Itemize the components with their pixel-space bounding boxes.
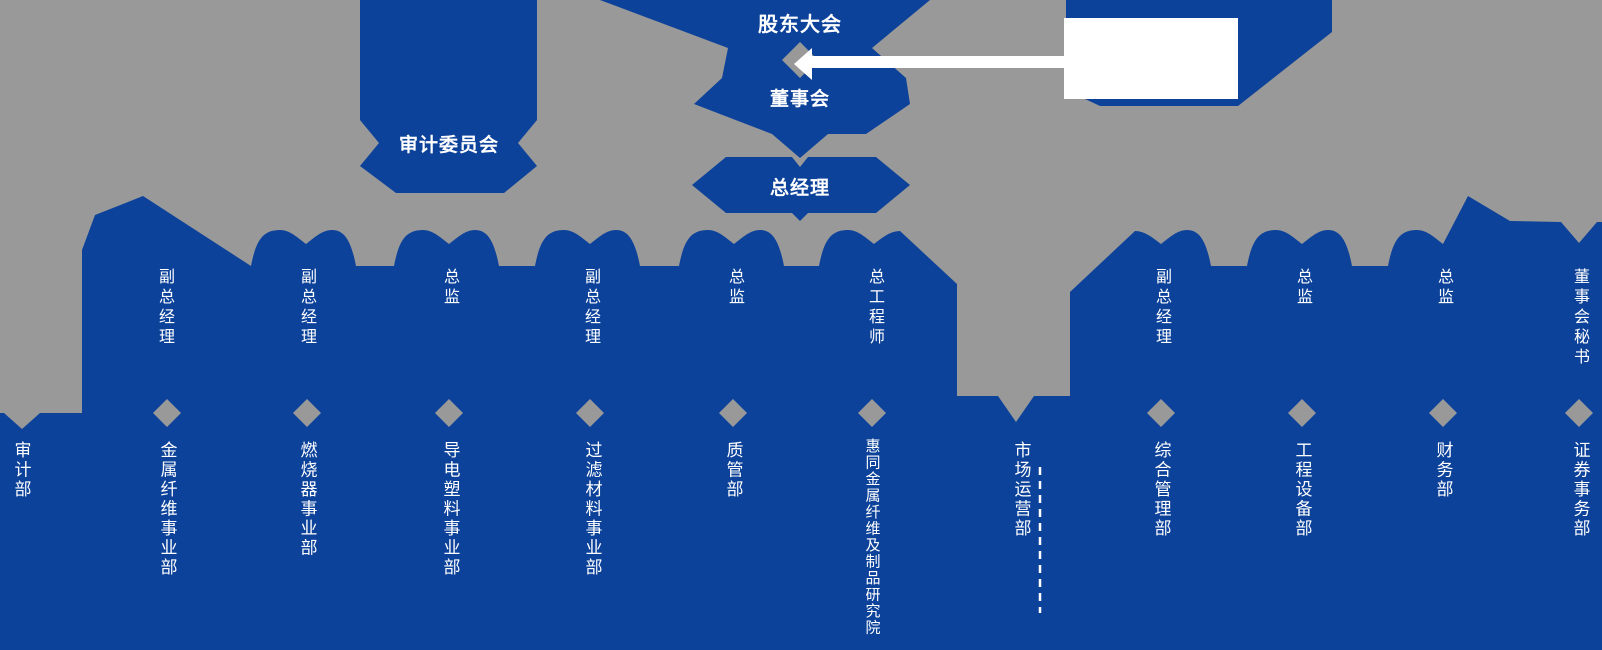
connector-diamond-icon xyxy=(153,399,181,427)
shareholders-board-node xyxy=(600,0,930,158)
shareholders-meeting-label: 股东大会 xyxy=(758,14,842,36)
audit-committee-label: 审计委员会 xyxy=(398,135,500,156)
dept-label-0: 审计部 xyxy=(11,441,31,500)
connector-diamond-icon xyxy=(435,399,463,427)
connector-diamond-icon xyxy=(719,399,747,427)
dept-label-5: 质管部 xyxy=(723,441,743,500)
dept-label-11: 证券事务部 xyxy=(1570,441,1590,539)
role-label-8: 总监 xyxy=(1435,268,1452,308)
department-band xyxy=(0,413,1602,650)
role-label-2: 总监 xyxy=(441,268,458,308)
role-label-1: 副总经理 xyxy=(298,268,315,348)
down-arrow-notch-audit-icon xyxy=(4,413,40,429)
down-arrow-notch-market-icon xyxy=(998,396,1034,422)
connector-diamond-icon xyxy=(858,399,886,427)
dept-label-9: 工程设备部 xyxy=(1292,441,1312,539)
role-label-7: 总监 xyxy=(1294,268,1311,308)
role-label-3: 副总经理 xyxy=(582,268,599,348)
dept-label-8: 综合管理部 xyxy=(1151,441,1171,539)
dept-label-6: 惠同金属纤维及制品研究院 xyxy=(863,438,881,636)
callout-box xyxy=(1064,18,1238,99)
role-label-0: 副总经理 xyxy=(156,268,173,348)
dept-label-4: 过滤材料事业部 xyxy=(582,441,602,578)
role-label-5: 总工程师 xyxy=(866,268,883,348)
general-manager-node xyxy=(692,157,910,221)
board-of-directors-label: 董事会 xyxy=(769,89,831,110)
connector-diamond-icon xyxy=(1565,399,1593,427)
connector-diamond-icon xyxy=(1429,399,1457,427)
dept-label-7: 市场运营部 xyxy=(1011,441,1031,539)
role-label-6: 副总经理 xyxy=(1153,268,1170,348)
general-manager-label: 总经理 xyxy=(769,178,831,199)
callout-arrowhead-icon xyxy=(794,48,812,80)
dept-label-2: 燃烧器事业部 xyxy=(297,441,317,558)
dept-label-3: 导电塑料事业部 xyxy=(440,441,460,578)
connector-diamond-icon xyxy=(293,399,321,427)
connector-diamond-icon xyxy=(576,399,604,427)
connector-diamond-icon xyxy=(1147,399,1175,427)
role-label-9: 董事会秘书 xyxy=(1571,268,1588,368)
role-label-4: 总监 xyxy=(726,268,743,308)
dept-label-1: 金属纤维事业部 xyxy=(157,441,177,578)
management-band-left xyxy=(82,196,957,413)
callout-arrow-line xyxy=(812,56,1066,68)
management-band-right xyxy=(1070,196,1602,413)
dept-label-10: 财务部 xyxy=(1433,441,1453,500)
connector-diamond-icon xyxy=(1288,399,1316,427)
audit-committee-node xyxy=(360,0,537,193)
